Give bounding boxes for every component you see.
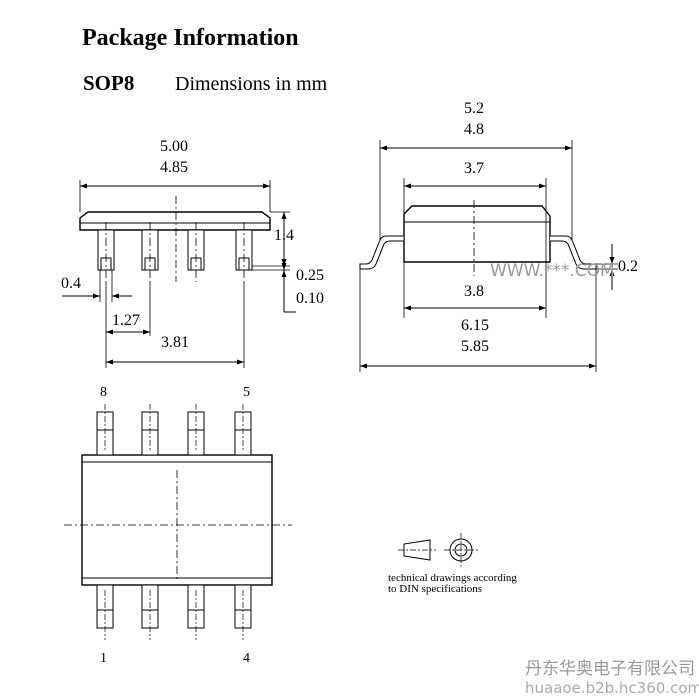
watermark-site: huaaoe.b2b.hc360.com: [525, 679, 699, 697]
end-body: [403, 205, 551, 263]
pin-label-4: 4: [243, 651, 250, 666]
pin-label-5: 5: [243, 385, 250, 400]
units-label: Dimensions in mm: [175, 73, 328, 95]
side-body: [79, 211, 271, 231]
standoff-max: 0.25: [296, 267, 324, 284]
package-name: SOP8: [83, 71, 135, 95]
watermark-company: 丹东华奥电子有限公司: [525, 659, 695, 679]
body-length-max: 5.00: [160, 138, 188, 155]
overall-min: 5.85: [461, 338, 489, 355]
top-width-label: 3.7: [464, 160, 484, 177]
side-view: [62, 180, 296, 368]
overall-max: 6.15: [461, 317, 489, 334]
height-label: 1.4: [274, 227, 294, 244]
end-lead-left: [359, 235, 404, 270]
shoulder-max: 5.2: [464, 100, 484, 117]
projection-cone: [403, 539, 431, 561]
top-view: [64, 404, 292, 640]
standoff-min: 0.10: [296, 290, 324, 307]
pitch-label: 1.27: [112, 312, 140, 329]
bottom-width-label: 3.8: [464, 283, 484, 300]
lead-width-label: 0.4: [61, 275, 81, 292]
side-leads: [97, 229, 253, 271]
end-view: [359, 140, 618, 372]
pitch-span-label: 3.81: [161, 334, 189, 351]
top-leads-lower: [96, 584, 252, 629]
lead-thickness-label: 0.2: [618, 258, 638, 275]
projection-symbol: [398, 533, 478, 567]
watermark-overlay: WWW.***.COM: [490, 261, 615, 281]
shoulder-min: 4.8: [464, 121, 484, 138]
page-title: Package Information: [82, 25, 299, 51]
pin-label-8: 8: [100, 385, 107, 400]
pin-label-1: 1: [100, 651, 107, 666]
end-lead-right: [550, 235, 597, 270]
projection-note: technical drawings according to DIN spec…: [388, 572, 517, 595]
top-leads-upper: [96, 411, 252, 456]
body-length-min: 4.85: [160, 159, 188, 176]
